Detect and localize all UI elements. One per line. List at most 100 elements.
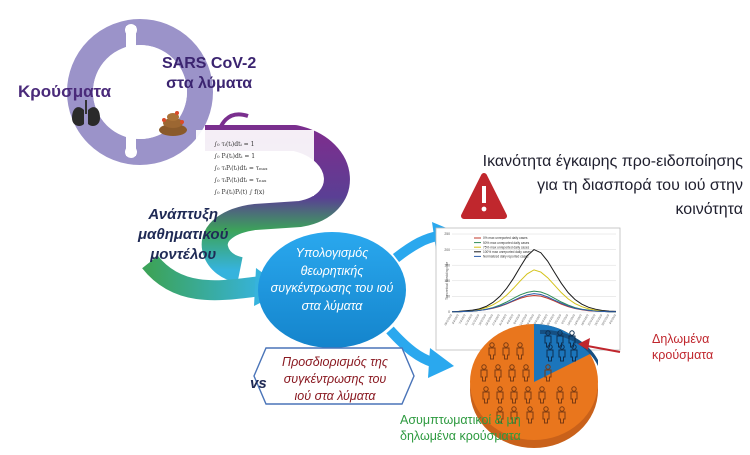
chart-legend-label: 75% max unreported daily cases xyxy=(483,245,530,249)
shedding-line-chart: 0 50 100 150 200 250 29/2/20203/3/20207/3/2020… xyxy=(435,227,621,351)
chart-y-tick-label: 250 xyxy=(444,232,450,236)
asymptomatic-label: Ασυμπτωματικοί & μη δηλωμένα κρούσματα xyxy=(400,412,521,444)
chart-x-tick-label: 24/4/2020 xyxy=(539,313,549,326)
declared-arrow xyxy=(578,338,621,353)
person-icon xyxy=(516,342,524,360)
chart-x-tick-label: 4/4/2020 xyxy=(505,313,514,325)
chart-x-tick-label: 18/5/2020 xyxy=(580,313,590,326)
chart-x-tick-label: 27/3/2020 xyxy=(491,313,501,326)
chart-series-line xyxy=(451,249,617,313)
chart-x-tick-label: 15/3/2020 xyxy=(471,313,481,326)
equations-block: ∫₀ τᵢ(tᵢ)dtᵢ = 1 ∫₀ Pᵢ(tᵢ)dtᵢ = 1 ∫₀ τᵢP… xyxy=(214,141,268,196)
chart-x-tick-label: 3/3/2020 xyxy=(451,313,460,325)
person-icon xyxy=(556,330,564,348)
sars-wastewater-label: SARS CoV-2 στα λύματα xyxy=(162,54,256,94)
chart-x-tick-label: 19/3/2020 xyxy=(477,313,487,326)
chart-series-line xyxy=(451,269,617,313)
cases-pie-chart xyxy=(470,324,598,448)
chart-y-tick-label: 150 xyxy=(444,263,450,267)
chart-y-tick-label: 50 xyxy=(446,295,450,299)
person-icon xyxy=(570,386,578,404)
swirl-ribbon xyxy=(142,112,350,306)
lungs-icon xyxy=(72,100,100,126)
vs-label: vs xyxy=(250,375,267,392)
person-icon xyxy=(546,344,554,362)
equation-line: ∫₀ Pᵢ(tᵢ)Pᵢ(t) ∫ f(x) xyxy=(214,189,265,196)
person-icon xyxy=(522,364,530,382)
asymptomatic-line-2: δηλωμένα κρούσματα xyxy=(400,429,521,443)
chart-x-tick-label: 11/3/2020 xyxy=(464,313,474,326)
model-development-label: Ανάπτυξη μαθηματικού μοντέλου xyxy=(138,205,228,265)
arrow-to-pie xyxy=(386,326,454,378)
chart-x-tick-label: 20/4/2020 xyxy=(532,313,542,326)
person-icon xyxy=(502,342,510,360)
determination-hexagon xyxy=(253,347,415,405)
chart-x-tick-label: 2/5/2020 xyxy=(553,313,562,325)
warning-icon xyxy=(461,173,507,219)
person-icon xyxy=(556,386,564,404)
person-icon xyxy=(496,386,504,404)
sars-line-1: SARS CoV-2 xyxy=(162,55,257,72)
chart-y-tick-label: 0 xyxy=(448,310,450,314)
person-icon xyxy=(558,344,566,362)
chart-legend-label: 100% max unreported daily cases xyxy=(483,250,531,254)
person-icon xyxy=(496,406,504,424)
equation-line: ∫₀ τᵢPᵢ(tᵢ)dtᵢ = τₙₐₓ xyxy=(214,177,267,184)
person-icon xyxy=(544,330,552,348)
chart-x-tick-label: 30/5/2020 xyxy=(600,313,610,326)
sars-line-2: στα λύματα xyxy=(166,75,253,92)
model-line-1: Ανάπτυξη xyxy=(148,206,219,223)
chart-x-tick-label: 29/2/2020 xyxy=(443,313,453,326)
equation-line: ∫₀ τᵢ(tᵢ)dtᵢ = 1 xyxy=(214,141,254,148)
cases-label: Κρούσματα xyxy=(18,82,112,101)
chart-x-tick-label: 12/4/2020 xyxy=(518,313,528,326)
chart-x-tick-label: 8/4/2020 xyxy=(512,313,521,325)
person-icon xyxy=(568,330,576,348)
chart-x-tick-label: 23/3/2020 xyxy=(484,313,494,326)
person-icon xyxy=(570,344,578,362)
model-line-2: μαθηματικού xyxy=(138,226,229,243)
chart-legend-label: 0% max unreported daily cases xyxy=(483,236,528,240)
person-icon xyxy=(508,364,516,382)
person-icon xyxy=(482,386,490,404)
puzzle-ring xyxy=(67,19,213,165)
feces-icon xyxy=(159,111,187,136)
person-icon xyxy=(558,406,566,424)
person-icon xyxy=(510,386,518,404)
chart-x-tick-label: 26/5/2020 xyxy=(594,313,604,326)
calc-label: Υπολογισμός θεωρητικής συγκέντρωσης του … xyxy=(270,246,394,313)
person-icon xyxy=(524,386,532,404)
person-icon xyxy=(542,406,550,424)
calc-ellipse xyxy=(258,232,406,348)
chart-series-line xyxy=(452,293,616,313)
person-icon xyxy=(510,406,518,424)
chart-x-tick-label: 6/5/2020 xyxy=(560,313,569,325)
chart-y-tick-label: 200 xyxy=(444,248,450,252)
person-icon xyxy=(544,364,552,382)
chart-legend-label: Normalized daily reported cases xyxy=(483,255,529,259)
person-icon xyxy=(488,342,496,360)
person-icon xyxy=(526,406,534,424)
chart-x-tick-label: 31/3/2020 xyxy=(498,313,508,326)
chart-y-tick-label: 100 xyxy=(444,279,450,283)
chart-x-tick-label: 16/4/2020 xyxy=(525,313,535,326)
declared-line-2: κρούσματα xyxy=(652,348,714,362)
declared-line-1: Δηλωμένα xyxy=(652,332,710,346)
chart-legend-label: 50% max unreported daily cases xyxy=(483,241,530,245)
asymptomatic-line-1: Ασυμπτωματικοί & μη xyxy=(400,413,521,427)
model-line-3: μοντέλου xyxy=(150,246,217,263)
determination-label: Προσδιορισμός της συγκέντρωσης του ιού σ… xyxy=(282,355,388,403)
person-icon xyxy=(494,364,502,382)
chart-x-tick-label: 10/5/2020 xyxy=(566,313,576,326)
chart-x-tick-label: 28/4/2020 xyxy=(546,313,556,326)
equation-line: ∫₀ τᵢPᵢ(tᵢ)dtᵢ = τₘₐₓ xyxy=(214,165,268,172)
chart-x-tick-label: 3/6/2020 xyxy=(608,313,617,325)
person-icon xyxy=(538,386,546,404)
chart-x-tick-label: 14/5/2020 xyxy=(573,313,583,326)
chart-y-axis-label: Theoretical shedding rate xyxy=(445,262,449,300)
declared-cases-label: Δηλωμένα κρούσματα xyxy=(652,331,713,363)
chart-x-tick-label: 7/3/2020 xyxy=(458,313,467,325)
equation-line: ∫₀ Pᵢ(tᵢ)dtᵢ = 1 xyxy=(214,153,255,160)
person-icon xyxy=(480,364,488,382)
